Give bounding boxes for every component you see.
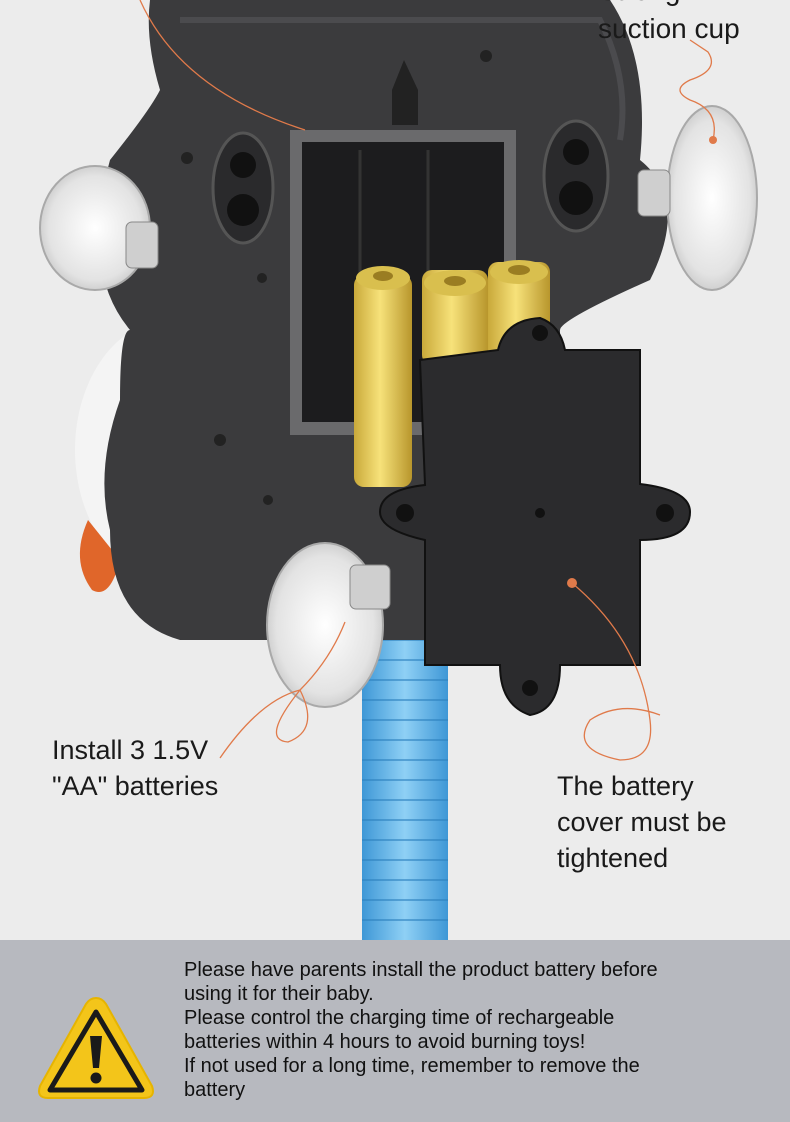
notice-line: Please have parents install the product … bbox=[184, 959, 658, 981]
suction-label-line1: Strong bbox=[598, 0, 740, 10]
battery-cover-label: The battery cover must be tightened bbox=[557, 768, 727, 876]
suction-cup-bottom bbox=[266, 542, 391, 708]
suction-cup-label: Strong suction cup bbox=[598, 0, 740, 48]
suction-cup-right bbox=[637, 105, 758, 291]
toy-orange-beak bbox=[79, 520, 120, 592]
install-batteries-label: Install 3 1.5V "AA" batteries bbox=[52, 732, 218, 804]
mount-keyhole-right bbox=[542, 119, 610, 233]
callout-lines bbox=[139, 0, 715, 761]
warning-triangle-icon bbox=[38, 996, 154, 1099]
blue-hose bbox=[362, 620, 448, 940]
notice-line: using it for their baby. bbox=[184, 983, 374, 1005]
notice-line: Please control the charging time of rech… bbox=[184, 1007, 615, 1029]
suction-label-line2: suction cup bbox=[598, 13, 740, 44]
mount-keyhole-left bbox=[211, 131, 275, 245]
cover-label-line1: The battery bbox=[557, 771, 694, 801]
notice-line: battery bbox=[184, 1079, 246, 1101]
warning-notice-bar: Please have parents install the product … bbox=[0, 940, 790, 1122]
install-label-line2: "AA" batteries bbox=[52, 771, 219, 801]
cover-label-line3: tightened bbox=[557, 843, 669, 873]
notice-line: batteries within 4 hours to avoid burnin… bbox=[184, 1031, 586, 1053]
product-illustration bbox=[39, 0, 758, 940]
battery-cover bbox=[378, 316, 692, 717]
suction-cup-left bbox=[39, 165, 159, 291]
cover-label-line2: cover must be bbox=[557, 807, 727, 837]
warning-notice-text: Please have parents install the product … bbox=[184, 958, 658, 1102]
aa-batteries bbox=[354, 260, 550, 487]
notice-line: If not used for a long time, remember to… bbox=[184, 1055, 640, 1077]
install-label-line1: Install 3 1.5V bbox=[52, 735, 209, 765]
